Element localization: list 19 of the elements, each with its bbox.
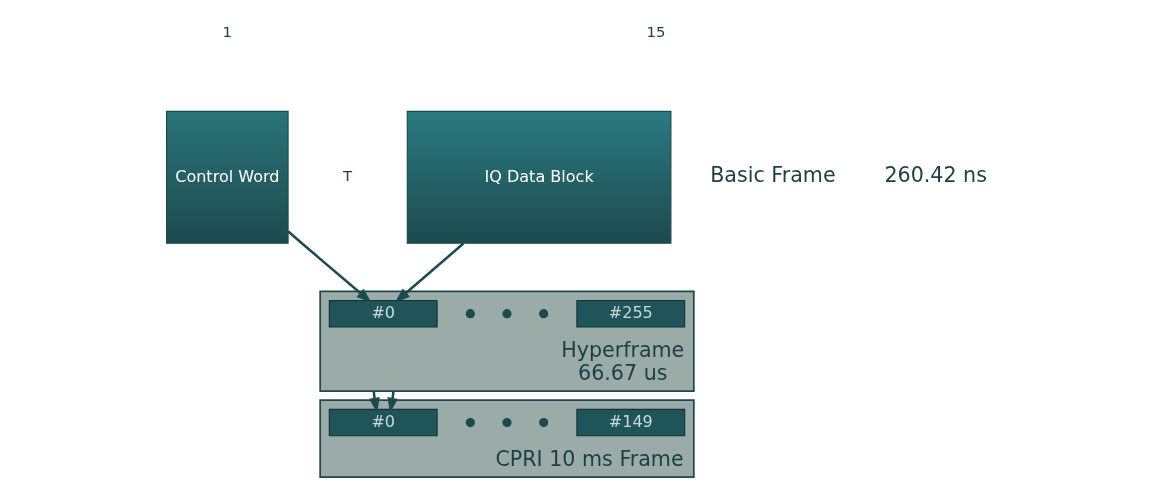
node-circle <box>502 309 512 319</box>
arrow <box>394 242 465 303</box>
node-circle <box>502 418 512 428</box>
arrow <box>287 230 372 303</box>
label: T <box>343 167 353 186</box>
node-box: IQ Data Block <box>406 110 672 244</box>
node-box: #0 <box>328 299 438 328</box>
node-circle <box>539 418 549 428</box>
node-box: #149 <box>576 408 686 437</box>
label: 260.42 ns <box>884 163 987 188</box>
label: 1 <box>222 23 233 42</box>
node-box: Control Word <box>166 110 289 244</box>
node-box: #255 <box>576 299 686 328</box>
node-circle <box>465 418 475 428</box>
node-box: #0 <box>328 408 438 437</box>
label: 15 <box>646 23 666 42</box>
label: Basic Frame <box>710 163 836 188</box>
node-circle <box>465 309 475 319</box>
node-circle <box>539 309 549 319</box>
